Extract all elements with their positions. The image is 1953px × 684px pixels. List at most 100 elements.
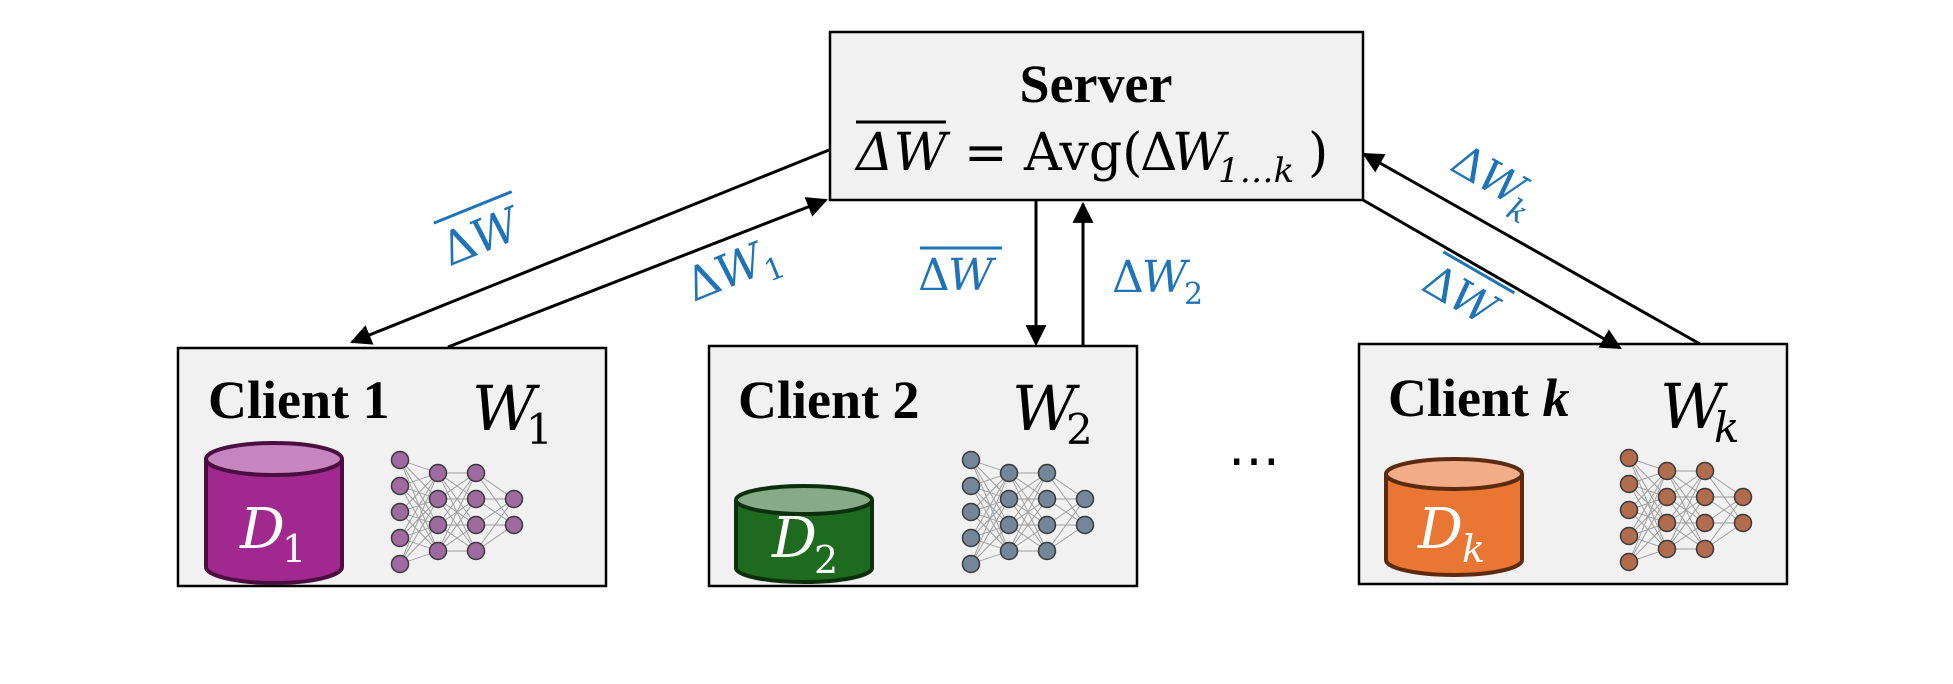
nn-node [1657,487,1677,507]
nn-connection [437,472,477,526]
nn-node [1619,500,1639,520]
nn-node [1037,541,1057,561]
client-k-node: Client k W k D k [1357,342,1789,586]
nn-connection [1008,472,1048,552]
server-eq-func: Avg( [1023,123,1142,183]
label-update-client-k: Δ W k [1443,134,1537,231]
server-node: Server ΔW = Avg( Δ W 1…k ) [828,30,1365,202]
client-1-neural-net-icon [390,450,524,574]
svg-text:2: 2 [1184,277,1203,312]
nn-node [466,515,486,535]
client-k-title: Client k [1388,368,1570,428]
label-avg-update-client-1: Δ W [433,190,530,277]
nn-node [390,528,410,548]
nn-node [1619,474,1639,494]
nn-connection [1666,470,1706,550]
arrow-server-to-client-k [1362,198,1622,350]
client-1-weights-var: W [472,372,540,445]
label-avg-update-client-2: Δ W [918,246,1002,301]
nn-node [1037,489,1057,509]
nn-node [428,463,448,483]
more-clients-ellipsis: ⋯ [1228,431,1280,491]
nn-node [466,463,486,483]
nn-node [428,541,448,561]
nn-connection [1666,496,1706,550]
nn-connection [1046,498,1086,552]
arrow-client-k-to-server [1362,152,1701,346]
client-k-database-icon: D k [1384,457,1524,577]
client-k-data-sub: k [1462,527,1485,571]
server-eq-delta: Δ [1140,123,1178,183]
nn-node [999,463,1019,483]
nn-node [999,541,1019,561]
label-update-client-1: Δ W 1 [677,231,790,312]
nn-node [428,515,448,535]
nn-node [1733,513,1753,533]
nn-node [1657,461,1677,481]
nn-node [1695,461,1715,481]
nn-node [1695,539,1715,559]
nn-node [961,502,981,522]
nn-node [1695,513,1715,533]
nn-node [390,476,410,496]
client-k-weights-sub: k [1714,403,1739,452]
client-k-weights-var: W [1660,370,1728,443]
server-title: Server [1020,54,1173,114]
nn-node [999,515,1019,535]
nn-connection [399,472,439,539]
nn-connection [1008,472,1048,526]
nn-node [961,476,981,496]
svg-text:W: W [948,250,997,301]
client-k-neural-net-icon [1619,448,1753,572]
nn-node [961,450,981,470]
nn-node [1619,552,1639,572]
nn-connection [1628,470,1668,563]
nn-node [1619,526,1639,546]
client-1-node: Client 1 W 1 D 1 [176,346,608,588]
nn-node [390,450,410,470]
server-eq-lhs: ΔW [854,123,951,183]
nn-node [428,489,448,509]
client-2-data-var: D [771,506,817,571]
client-2-weights-sub: 2 [1066,405,1093,454]
nn-node [504,515,524,535]
server-eq-equals: = [964,123,1008,183]
nn-node [466,489,486,509]
nn-connection [1008,498,1048,552]
nn-connection [475,498,515,552]
nn-node [1619,448,1639,468]
client-k-data-var: D [1417,497,1463,562]
nn-connection [1628,470,1668,537]
client-1-database-icon: D 1 [204,441,344,585]
arrows [350,148,1701,350]
server-equation: ΔW = Avg( Δ W 1…k ) [854,120,1328,191]
client-2-title: Client 2 [738,370,920,430]
nn-connection [437,472,477,552]
server-eq-var: W [1172,123,1229,183]
nn-node [1075,515,1095,535]
nn-connection [437,498,477,552]
nn-connection [399,472,439,565]
label-update-client-2: Δ W 2 [1112,252,1203,312]
nn-connection [970,472,1010,565]
client-2-neural-net-icon [961,450,1095,574]
nn-node [1037,515,1057,535]
nn-node [999,489,1019,509]
nn-node [1657,539,1677,559]
nn-node [1657,513,1677,533]
client-1-title: Client 1 [208,370,390,430]
svg-text:Δ: Δ [918,250,950,301]
client-1-data-sub: 1 [282,527,306,571]
nn-node [961,528,981,548]
nn-connection [1628,496,1668,563]
arrow-server-to-client-1 [350,148,830,345]
client-2-data-sub: 2 [814,538,838,582]
nn-connection [399,498,439,565]
client-1-data-var: D [239,497,285,562]
nn-node [1733,487,1753,507]
nn-connection [970,498,1010,565]
label-avg-update-client-k: Δ W [1414,250,1516,338]
server-box [828,30,1365,202]
svg-text:Δ: Δ [1112,252,1144,303]
